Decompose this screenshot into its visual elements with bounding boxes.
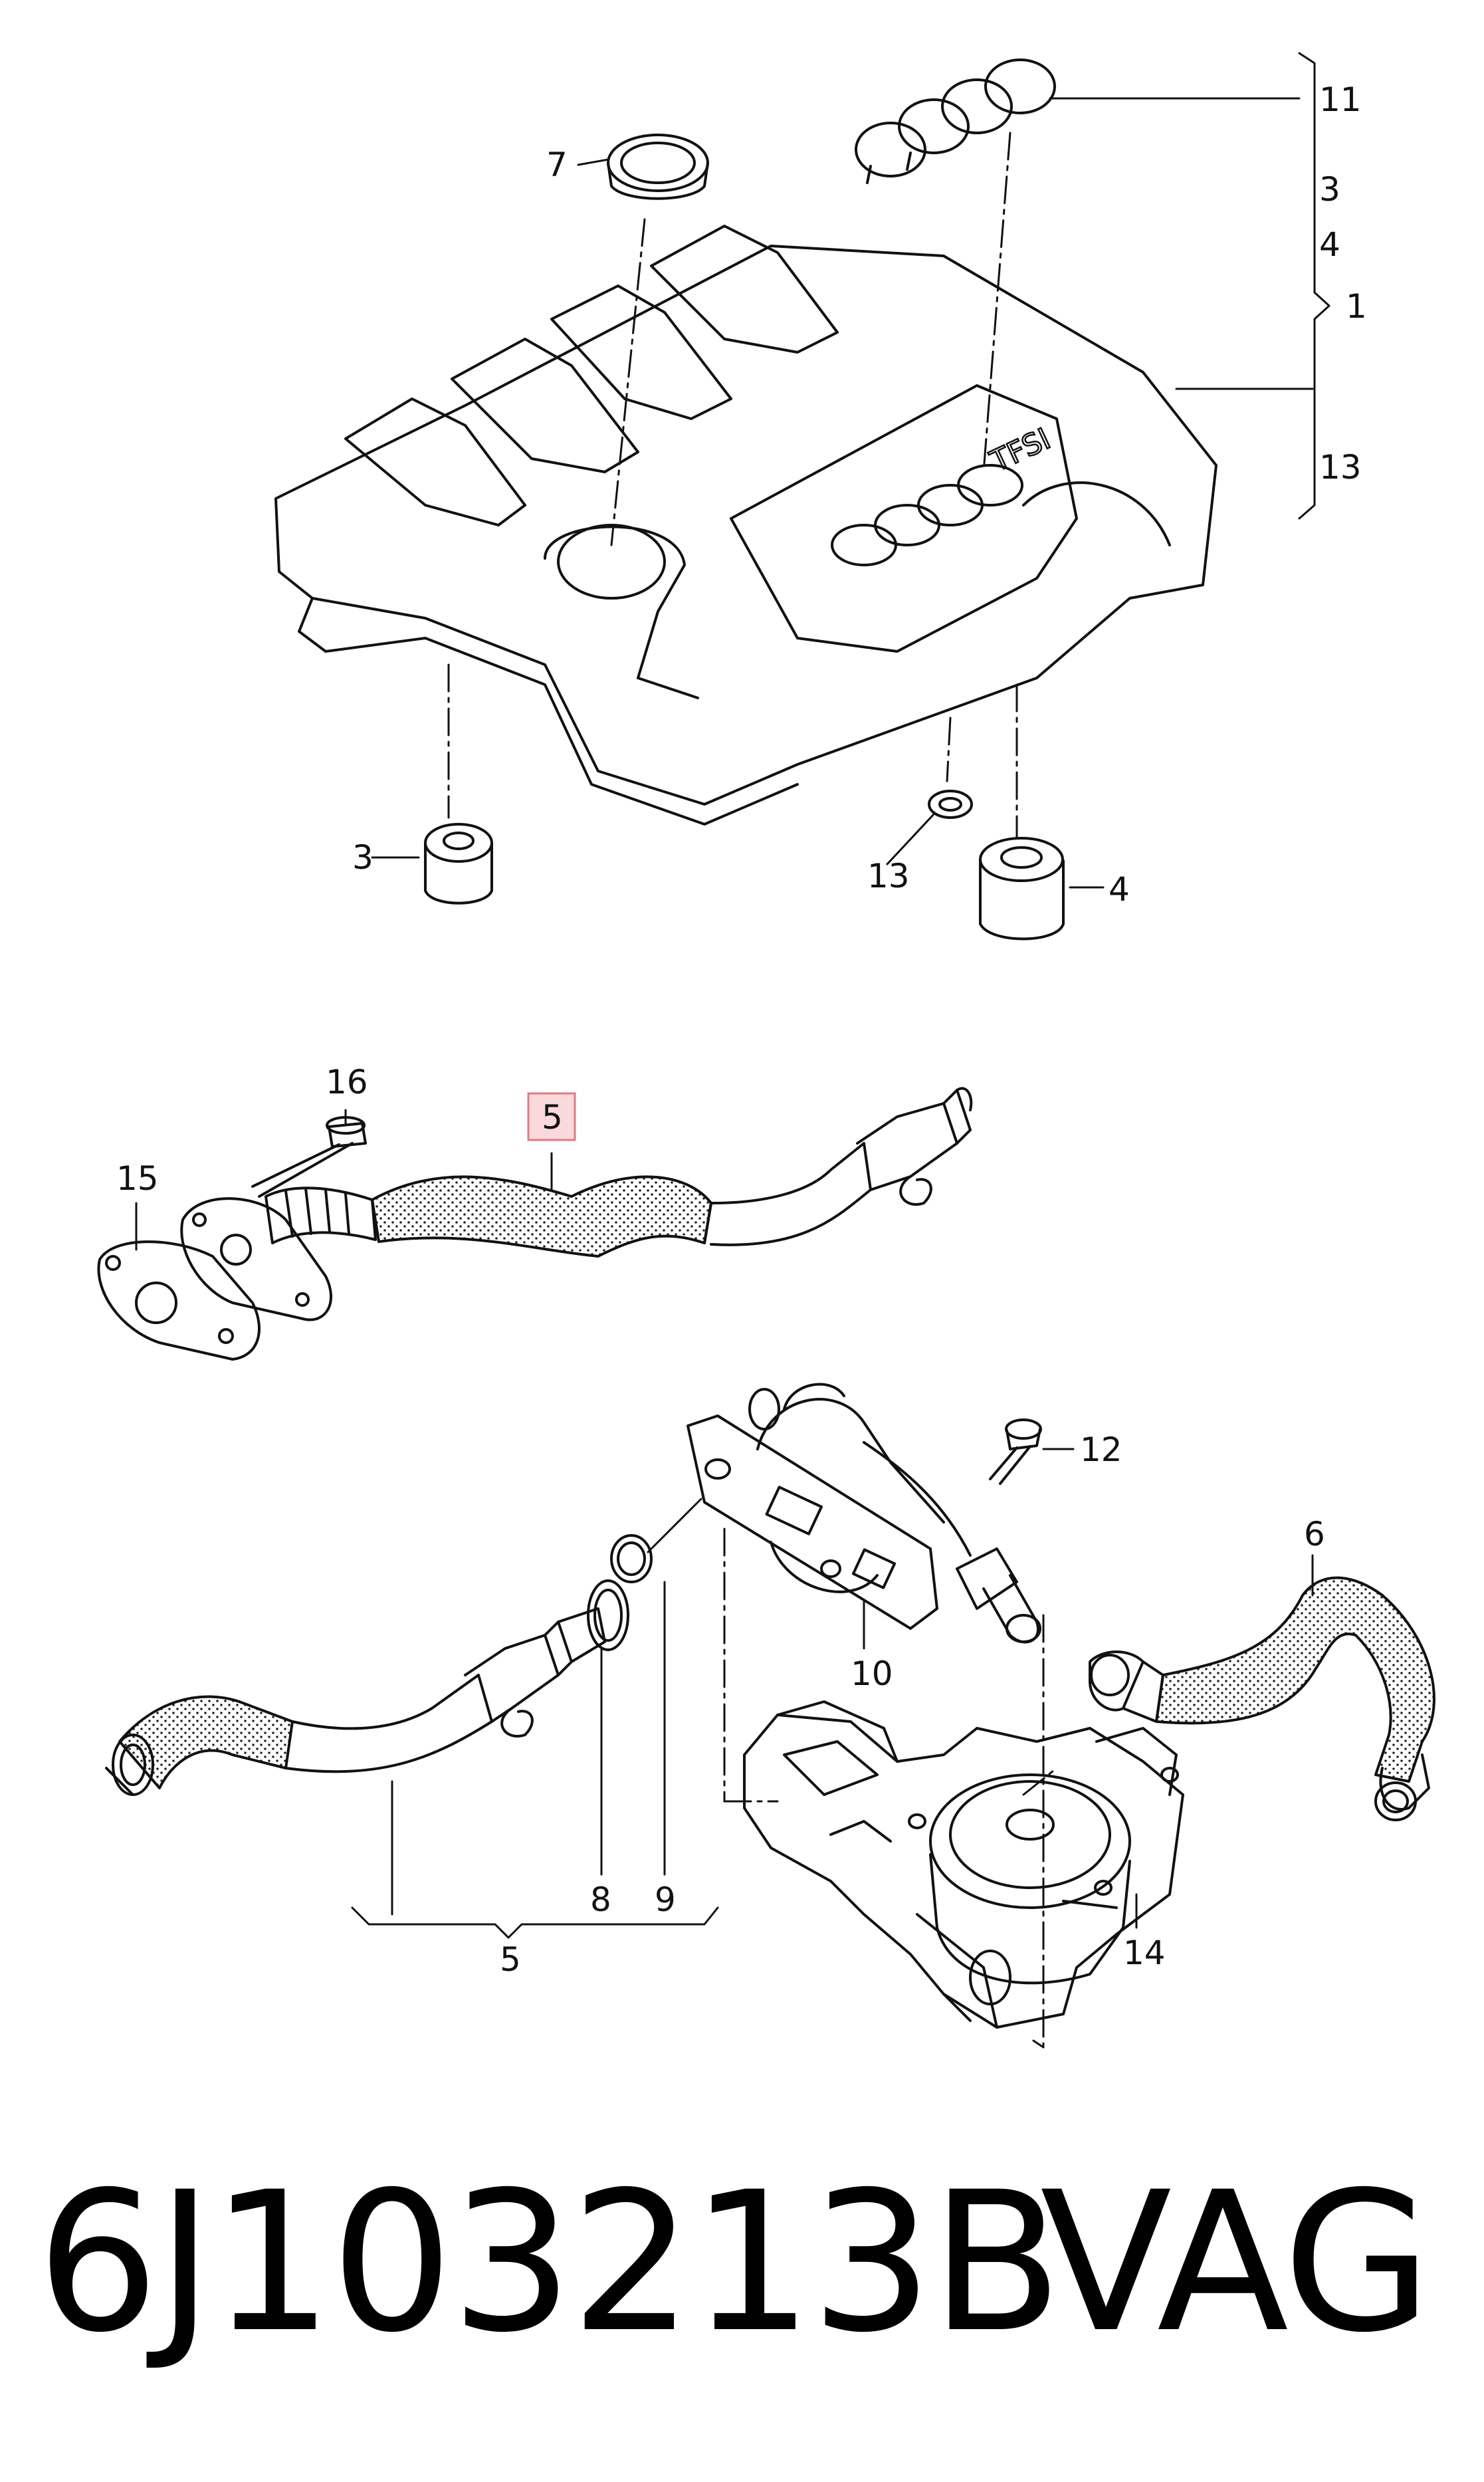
callout-13: 13 [867,857,910,895]
callout-13-group: 13 [1319,448,1362,487]
cover-badge-text: TFSI [985,422,1055,479]
part-12-screw [989,1418,1042,1485]
part-8-oval-seal [587,1579,629,1651]
callout-5: 5 [500,1940,521,1979]
callout-5-highlighted: 5 [542,1098,563,1137]
part-number: 6J103213B [37,2151,1063,2375]
callout-4-group: 4 [1319,225,1340,264]
assembly-leader-lines [447,132,1018,839]
callout-9: 9 [655,1880,676,1919]
pipe-flange [180,1197,333,1321]
part-10-flange-housing [687,1383,972,1630]
callout-12: 12 [1080,1430,1122,1469]
assembly-leader-lines-lower [723,1527,1058,2049]
part-6-breather-hose [1089,1576,1435,1821]
part-7-seal-ring [607,134,709,200]
callout-14: 14 [1123,1934,1166,1972]
part-5-hose-assembly [105,1607,606,1796]
part-15-gasket [97,1240,261,1361]
callout-1: 1 [1346,287,1367,326]
part-3-grommet [424,823,493,905]
callout-4: 4 [1109,870,1130,909]
part-9-o-ring [610,1534,653,1583]
callout-16: 16 [326,1063,368,1101]
callout-15: 15 [116,1159,159,1198]
callout-10: 10 [851,1654,893,1693]
callout-7: 7 [546,146,568,184]
hose-connector [956,1547,1041,1644]
callout-leaders-lower [351,1448,1314,1939]
callout-6: 6 [1304,1515,1325,1553]
part-5-oil-return-hose [265,1087,973,1258]
engine-cover [274,225,1218,826]
callout-11: 11 [1319,80,1362,119]
part-16-bolt [251,1116,367,1198]
part-14-oil-separator [743,1700,1184,2029]
part-11-ring-emblem [855,58,1056,184]
callout-leaders-middle [135,1109,553,1251]
callout-3: 3 [352,838,373,877]
callout-3-group: 3 [1319,170,1340,209]
part-13-bushing [928,790,973,819]
brand-name: VAG [1040,2151,1432,2375]
callout-leaders-upper [371,52,1330,889]
highlight-box-part-5 [527,1092,576,1141]
callout-8: 8 [590,1880,611,1919]
part-4-mount [979,837,1065,941]
